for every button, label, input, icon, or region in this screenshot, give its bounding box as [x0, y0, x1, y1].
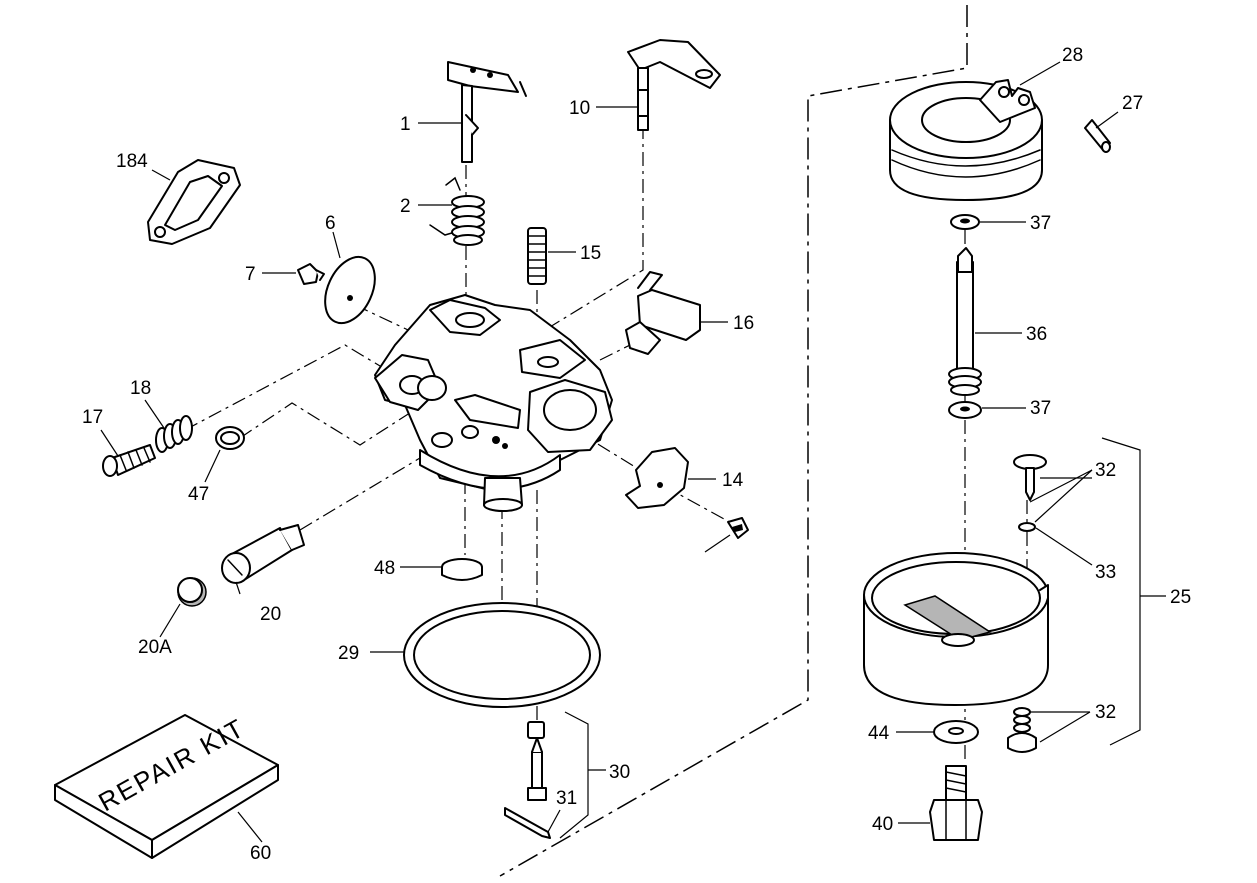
callout-28: 28: [1062, 45, 1083, 66]
callout-32-upper: 32: [1095, 460, 1116, 481]
callout-40: 40: [872, 814, 893, 835]
callout-20: 20: [260, 604, 281, 625]
callout-16: 16: [733, 313, 754, 334]
callout-27: 27: [1122, 93, 1143, 114]
part-repair-kit: REPAIR KIT: [54, 712, 279, 859]
callout-labels: 1 2 6 7 10 14 15 16 17 18 20 20A 25 27 2…: [82, 45, 1191, 864]
part-bowl-gasket: [403, 602, 601, 708]
callout-60: 60: [250, 843, 271, 864]
part-throttle-plate: [324, 255, 376, 325]
part-choke-shaft: [627, 39, 721, 131]
part-needle-clip: [504, 807, 551, 839]
part-welch-plug: [177, 577, 207, 607]
part-float: [889, 79, 1043, 201]
callout-10: 10: [569, 98, 590, 119]
leader-lines: [100, 61, 1166, 843]
callout-44: 44: [868, 723, 890, 744]
part-o-ring-small: [215, 426, 245, 450]
callout-32-lower: 32: [1095, 702, 1116, 723]
callout-20a: 20A: [138, 637, 172, 658]
part-main-jet: [948, 247, 982, 396]
part-float-pin: [1084, 119, 1111, 153]
callout-47: 47: [188, 484, 209, 505]
callout-2: 2: [400, 196, 411, 217]
part-idle-mixture-spring: [155, 415, 193, 453]
callout-36: 36: [1026, 324, 1047, 345]
part-main-nozzle: [221, 524, 305, 584]
callout-31: 31: [556, 788, 577, 809]
callout-29: 29: [338, 643, 359, 664]
callout-14: 14: [722, 470, 744, 491]
part-idle-spring: [527, 227, 547, 285]
callout-33: 33: [1095, 562, 1116, 583]
callout-48: 48: [374, 558, 395, 579]
part-idle-mixture-screw: [102, 444, 156, 477]
callout-37-upper: 37: [1030, 213, 1051, 234]
part-valve-lower: [1007, 707, 1037, 753]
callout-17: 17: [82, 407, 103, 428]
callout-184: 184: [116, 151, 148, 172]
part-float-bowl: [863, 552, 1049, 706]
part-throttle-shaft: [447, 61, 527, 163]
part-inlet-needle: [527, 721, 547, 801]
part-choke-plate: [625, 447, 689, 509]
callout-18: 18: [130, 378, 151, 399]
part-valve-upper: [1013, 454, 1047, 501]
part-small-washer: [1018, 522, 1036, 532]
group-boundary-line: [499, 5, 968, 877]
callout-6: 6: [325, 213, 336, 234]
callout-37-lower: 37: [1030, 398, 1051, 419]
part-fuel-inlet: [625, 271, 701, 355]
part-inlet-seat: [441, 558, 483, 581]
callout-1: 1: [400, 114, 411, 135]
callout-7-upper: 7: [245, 264, 256, 285]
part-gasket: [147, 159, 241, 245]
callout-25: 25: [1170, 587, 1191, 608]
part-washer-lower: [948, 401, 982, 419]
part-carburetor-body: [374, 294, 613, 512]
part-bowl-washer: [933, 720, 979, 744]
part-screw-upper: [297, 263, 325, 285]
part-bowl-nut: [929, 765, 983, 841]
part-screw-lower: [727, 517, 749, 539]
callout-15: 15: [580, 243, 601, 264]
callout-30: 30: [609, 762, 630, 783]
part-washer-upper: [950, 214, 980, 230]
part-throttle-spring: [429, 176, 485, 246]
